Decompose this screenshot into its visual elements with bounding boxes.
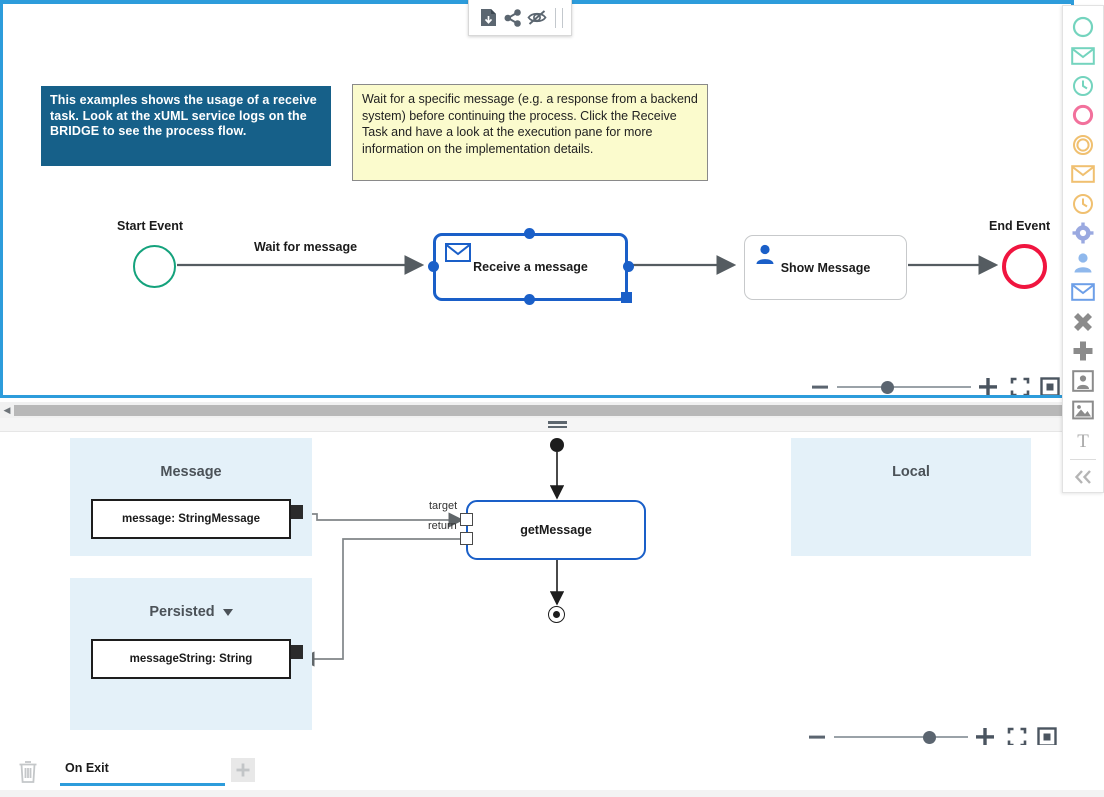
info-note-blue: This examples shows the usage of a recei… <box>41 86 331 166</box>
pane-splitter[interactable] <box>0 418 1104 432</box>
palette-pool[interactable] <box>1066 366 1100 396</box>
partition-persisted-title: Persisted <box>70 604 312 620</box>
resize-handle-right[interactable] <box>623 261 634 272</box>
info-note-yellow: Wait for a specific message (e.g. a resp… <box>352 84 708 181</box>
tab-on-exit[interactable]: On Exit <box>60 758 225 786</box>
task-receive-label: Receive a message <box>473 260 588 274</box>
toolbar-drag-handle[interactable] <box>554 7 563 28</box>
palette-service-task[interactable] <box>1066 219 1100 249</box>
task-show-message[interactable]: Show Message <box>744 235 907 300</box>
pin-target-label: target <box>429 500 458 512</box>
resize-handle-top[interactable] <box>524 228 535 239</box>
sequence-flow-label: Wait for message <box>254 240 358 254</box>
floating-toolbar[interactable] <box>468 0 572 36</box>
palette-parallel-gateway[interactable] <box>1066 337 1100 367</box>
scrollbar-thumb[interactable] <box>14 404 1072 416</box>
zoom-out-button-bottom[interactable] <box>800 727 834 745</box>
palette-intermediate-event[interactable] <box>1066 130 1100 160</box>
chevron-down-icon[interactable] <box>222 608 233 616</box>
add-tab-button[interactable] <box>231 758 255 782</box>
palette-text-annotation[interactable]: T <box>1066 425 1100 455</box>
palette-start-event[interactable] <box>1066 12 1100 42</box>
share-icon[interactable] <box>502 6 525 30</box>
task-receive-a-message[interactable]: Receive a message <box>433 233 628 301</box>
task-show-label: Show Message <box>780 260 871 275</box>
end-event-node[interactable] <box>1002 244 1047 289</box>
object-node-message[interactable]: message: StringMessage <box>91 499 291 539</box>
envelope-icon <box>445 243 471 267</box>
person-icon <box>754 243 776 270</box>
palette-collapse[interactable] <box>1066 462 1100 492</box>
zoom-slider-bottom[interactable] <box>834 730 968 744</box>
bpmn-canvas[interactable]: This examples shows the usage of a recei… <box>3 4 1071 395</box>
zoom-slider-top[interactable] <box>837 380 971 394</box>
action-node-get-message[interactable]: getMessage <box>466 500 646 560</box>
object-node-message-string-pin[interactable] <box>291 645 303 659</box>
svg-text:T: T <box>1077 431 1089 451</box>
start-event-node[interactable] <box>133 245 176 288</box>
resize-handle-left[interactable] <box>428 261 439 272</box>
zoom-controls-top[interactable] <box>803 370 1065 395</box>
zoom-slider-track-top <box>837 386 971 388</box>
center-view-button-bottom[interactable] <box>1032 727 1062 745</box>
horizontal-scrollbar[interactable]: ◀ <box>0 402 1074 418</box>
splitter-grip[interactable] <box>548 421 567 428</box>
window-footer <box>0 790 1104 797</box>
resize-handle-corner[interactable] <box>621 292 632 303</box>
zoom-in-button-top[interactable] <box>971 376 1005 395</box>
trash-icon[interactable] <box>17 760 39 784</box>
pin-return[interactable] <box>460 532 473 545</box>
palette-divider <box>1070 458 1096 460</box>
pin-target[interactable] <box>460 513 473 526</box>
activity-editor-pane[interactable]: Message Persisted Local message: StringM… <box>0 432 1104 745</box>
zoom-controls-bottom[interactable] <box>800 720 1062 745</box>
partition-local[interactable]: Local <box>791 438 1031 556</box>
resize-handle-bottom[interactable] <box>524 294 535 305</box>
palette-exclusive-gateway[interactable] <box>1066 307 1100 337</box>
activity-final-node[interactable] <box>548 606 565 623</box>
palette-user-task[interactable] <box>1066 248 1100 278</box>
bpmn-connectors <box>177 255 999 275</box>
shape-palette[interactable]: T <box>1062 5 1104 493</box>
palette-end-event[interactable] <box>1066 101 1100 131</box>
partition-local-title: Local <box>892 464 930 480</box>
end-event-label: End Event <box>989 219 1051 233</box>
bottom-toolbar: On Exit <box>0 745 1104 797</box>
zoom-out-button-top[interactable] <box>803 377 837 395</box>
start-event-label: Start Event <box>117 219 183 233</box>
object-node-message-string[interactable]: messageString: String <box>91 639 291 679</box>
palette-timer-start-event[interactable] <box>1066 71 1100 101</box>
zoom-slider-knob-bottom[interactable] <box>923 730 936 744</box>
object-node-message-pin[interactable] <box>291 505 303 519</box>
zoom-slider-track-bottom <box>834 736 968 738</box>
zoom-in-button-bottom[interactable] <box>968 726 1002 745</box>
center-view-button-top[interactable] <box>1035 377 1065 395</box>
palette-timer-intermediate-event[interactable] <box>1066 189 1100 219</box>
partition-persisted-label: Persisted <box>149 604 215 620</box>
initial-node[interactable] <box>550 438 564 452</box>
download-file-icon[interactable] <box>477 6 500 30</box>
fit-screen-button-top[interactable] <box>1005 377 1035 395</box>
scroll-left-arrow[interactable]: ◀ <box>3 404 11 415</box>
palette-receive-task[interactable] <box>1066 278 1100 308</box>
pin-return-label: return <box>428 520 457 532</box>
palette-message-start-event[interactable] <box>1066 42 1100 72</box>
palette-message-intermediate-event[interactable] <box>1066 160 1100 190</box>
palette-image[interactable] <box>1066 396 1100 426</box>
bpmn-editor-pane[interactable]: This examples shows the usage of a recei… <box>0 0 1074 398</box>
fit-screen-button-bottom[interactable] <box>1002 727 1032 745</box>
zoom-slider-knob-top[interactable] <box>881 380 894 394</box>
eye-off-icon[interactable] <box>526 6 549 30</box>
partition-message-title: Message <box>160 464 222 480</box>
